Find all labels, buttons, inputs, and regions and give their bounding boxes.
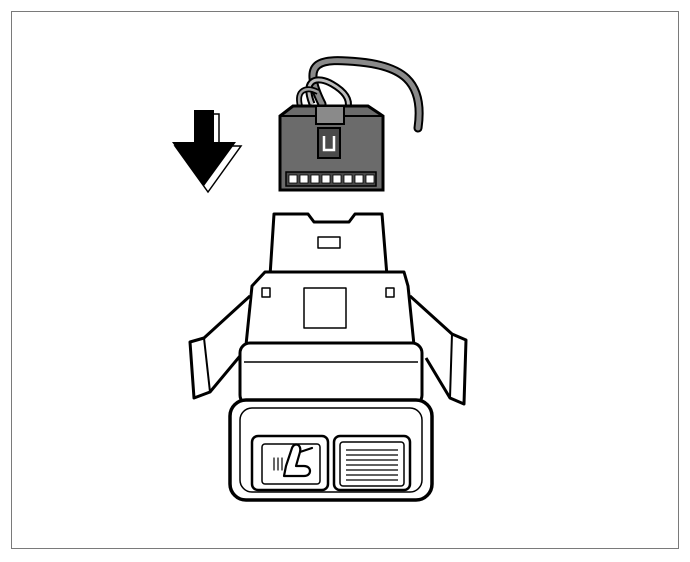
switch-grille — [346, 449, 398, 481]
seat-heater-switch-icon — [188, 212, 468, 502]
arrow-down-icon — [172, 110, 243, 194]
wiring-connector-icon — [278, 56, 424, 192]
heated-seat-icon — [273, 443, 314, 478]
